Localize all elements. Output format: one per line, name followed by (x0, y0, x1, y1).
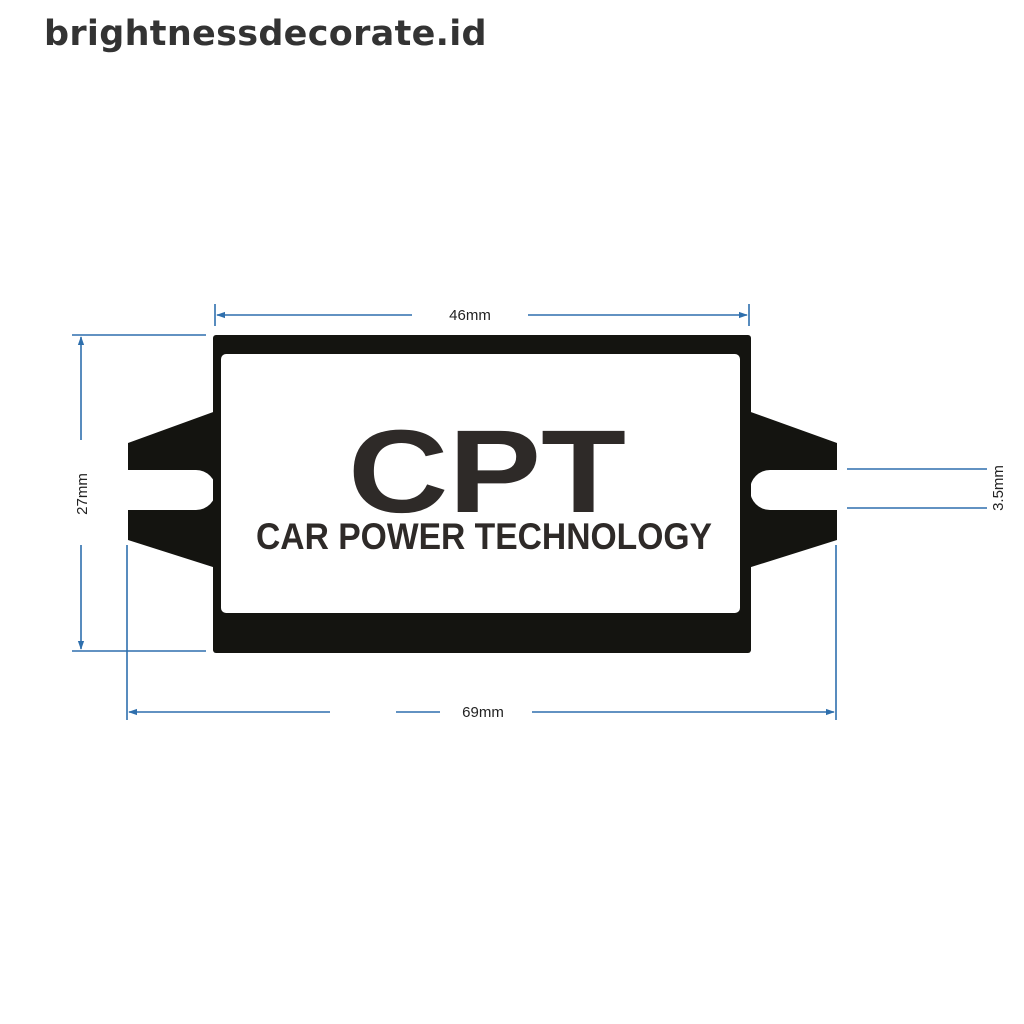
dimension-label-46mm: 46mm (449, 307, 491, 324)
right-mounting-tab (748, 411, 837, 568)
dimension-body-width (214, 304, 750, 326)
dimension-label-69mm: 69mm (462, 704, 504, 721)
brand-logo: CPT (348, 406, 626, 538)
dimension-total-width (126, 545, 837, 720)
module-body: CPT CAR POWER TECHNOLOGY (128, 335, 837, 653)
dimension-height (72, 334, 206, 652)
left-mounting-tab (128, 411, 216, 568)
watermark-text: brightnessdecorate.id (44, 14, 487, 54)
dimension-label-3-5mm: 3.5mm (990, 465, 1007, 511)
brand-subtitle: CAR POWER TECHNOLOGY (256, 516, 712, 557)
dimension-slot-width (847, 468, 987, 509)
dimension-label-27mm: 27mm (74, 473, 91, 515)
label-panel (221, 354, 740, 613)
